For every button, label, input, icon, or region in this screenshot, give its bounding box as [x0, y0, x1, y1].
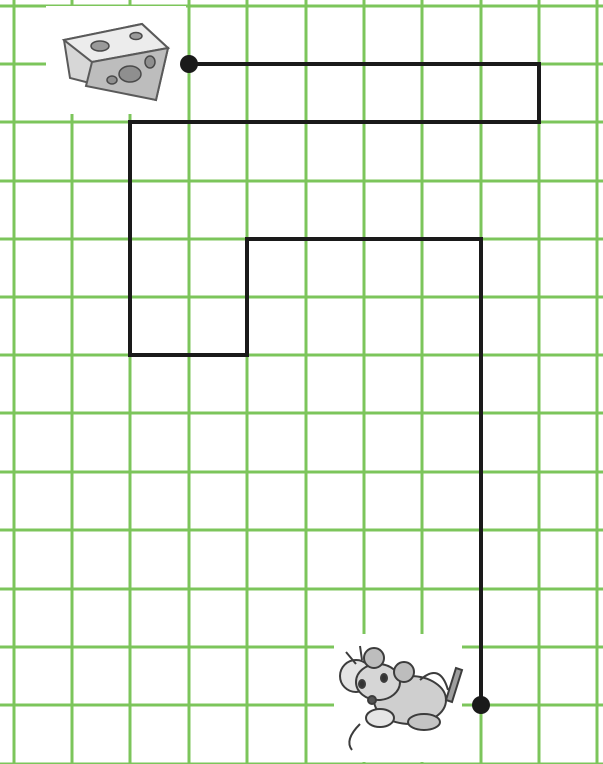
end-point — [472, 696, 490, 714]
start-point — [180, 55, 198, 73]
